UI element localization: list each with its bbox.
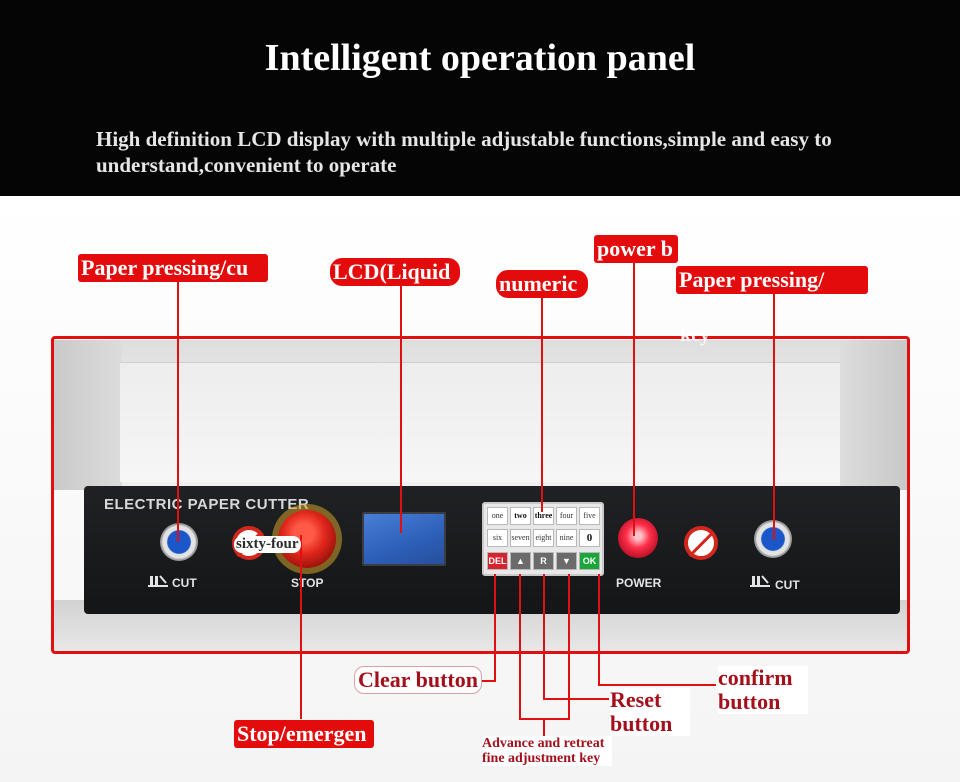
retreat-key[interactable]: ▼ — [556, 552, 577, 570]
callout-reset-button: Reset button — [610, 688, 690, 736]
leader-line-lcd — [400, 285, 402, 533]
callout-lcd: LCD(Liquid — [330, 258, 460, 286]
stop-label: STOP — [291, 576, 324, 590]
callout-key-fragment: key — [680, 324, 710, 346]
panel-brand-label: ELECTRIC PAPER CUTTER — [104, 496, 310, 513]
leader-line-confirm — [598, 574, 600, 686]
cut-icon-right — [750, 575, 770, 587]
leader-line-reset-h — [543, 698, 609, 700]
key-2[interactable]: two — [510, 507, 531, 525]
leader-line-cut-left — [177, 280, 179, 542]
callout-paper-pressing-right: Paper pressing/ — [676, 266, 868, 294]
leader-line-advance — [519, 574, 521, 720]
callout-numeric: numeric — [496, 270, 588, 298]
cut-label-left: CUT — [172, 576, 197, 590]
key-9[interactable]: nine — [556, 529, 577, 547]
leader-line-numeric — [541, 298, 543, 512]
callout-clear-button: Clear button — [354, 666, 482, 694]
ok-key[interactable]: OK — [579, 552, 600, 570]
key-0[interactable]: 0 — [579, 529, 600, 547]
machine-side-left — [52, 340, 122, 490]
cut-icon-left — [148, 575, 168, 587]
lcd-display — [362, 512, 446, 566]
key-1[interactable]: one — [487, 507, 508, 525]
leader-line-stop — [300, 535, 302, 719]
header-banner: Intelligent operation panel High definit… — [0, 0, 960, 196]
no-hands-warning-icon — [684, 526, 718, 560]
leader-line-advance-stem — [543, 718, 545, 736]
del-key[interactable]: DEL — [487, 552, 508, 570]
page-subtitle: High definition LCD display with multipl… — [96, 127, 832, 177]
machine-side-right — [840, 340, 908, 490]
key-3[interactable]: three — [533, 507, 554, 525]
overlay-tag: sixty-four — [234, 536, 301, 553]
leader-line-cut-right — [773, 294, 775, 540]
cutting-table — [120, 362, 840, 482]
leader-line-confirm-h — [598, 684, 716, 686]
key-7[interactable]: seven — [510, 529, 531, 547]
numeric-keypad: one two three four five six seven eight … — [482, 502, 604, 576]
leader-line-power — [633, 260, 635, 536]
power-button[interactable] — [618, 518, 658, 558]
leader-line-clear — [494, 574, 496, 682]
page-title: Intelligent operation panel — [264, 37, 696, 79]
leader-line-retreat — [568, 574, 570, 720]
key-8[interactable]: eight — [533, 529, 554, 547]
callout-paper-pressing-left: Paper pressing/cu — [78, 254, 268, 282]
callout-confirm-button: confirm button — [718, 666, 808, 714]
reset-key[interactable]: R — [533, 552, 554, 570]
highlight-frame — [51, 336, 910, 654]
callout-advance-retreat: Advance and retreat fine adjustment key — [482, 736, 612, 766]
power-label: POWER — [616, 576, 662, 590]
key-6[interactable]: six — [487, 529, 508, 547]
advance-key[interactable]: ▲ — [510, 552, 531, 570]
cut-label-right: CUT — [775, 578, 800, 592]
leader-line-reset — [543, 574, 545, 700]
callout-power: power b — [594, 235, 678, 263]
key-4[interactable]: four — [556, 507, 577, 525]
callout-stop-emergency: Stop/emergen — [234, 720, 374, 748]
cut-button-left[interactable] — [160, 523, 198, 561]
key-5[interactable]: five — [579, 507, 600, 525]
